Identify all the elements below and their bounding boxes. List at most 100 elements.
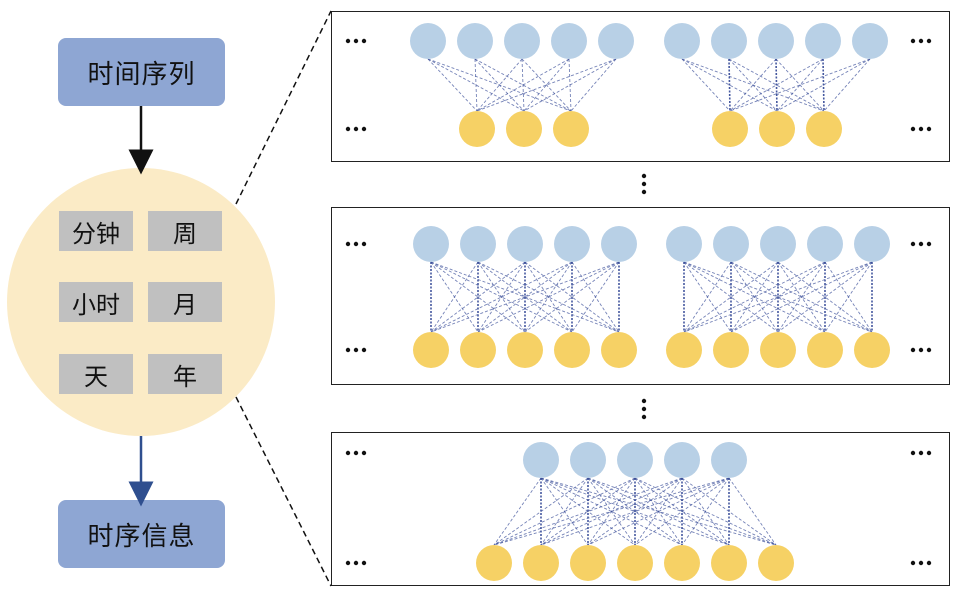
connection-edge bbox=[427, 58, 478, 112]
connection-edge bbox=[477, 261, 620, 333]
connection-edge bbox=[681, 477, 730, 546]
connection-edge bbox=[683, 261, 779, 333]
top-node bbox=[758, 23, 794, 59]
connection-edge bbox=[824, 261, 873, 333]
ellipsis-dot bbox=[918, 38, 924, 44]
bottom-node bbox=[758, 545, 794, 581]
connection-edge bbox=[476, 58, 523, 112]
top-node bbox=[504, 23, 540, 59]
connection-edge bbox=[587, 477, 777, 546]
connection-edge bbox=[683, 261, 826, 333]
connection-edge bbox=[729, 58, 824, 112]
connection-edge bbox=[587, 477, 730, 546]
connection-edge bbox=[777, 261, 873, 333]
bottom-node bbox=[460, 332, 496, 368]
connection-edge bbox=[634, 477, 683, 546]
ellipsis-dot bbox=[345, 347, 351, 353]
connection-edge bbox=[477, 261, 573, 333]
connection-edge bbox=[823, 58, 871, 112]
unit-minute: 分钟 bbox=[59, 211, 133, 251]
unit-day: 天 bbox=[59, 354, 133, 394]
top-node bbox=[711, 23, 747, 59]
ellipsis-dot bbox=[918, 560, 924, 566]
bottom-node bbox=[553, 111, 589, 147]
ellipsis-dot bbox=[353, 126, 359, 132]
top-node bbox=[551, 23, 587, 59]
connection-edge bbox=[775, 58, 825, 112]
vertical-ellipsis-dot bbox=[641, 406, 647, 412]
ellipsis-dot bbox=[361, 347, 367, 353]
top-node bbox=[457, 23, 493, 59]
top-node bbox=[523, 442, 559, 478]
bottom-node bbox=[570, 545, 606, 581]
top-node bbox=[410, 23, 446, 59]
connection-edge bbox=[523, 58, 617, 112]
connection-edge bbox=[730, 261, 779, 333]
zoom-line-top bbox=[235, 10, 332, 205]
vertical-ellipsis-dot bbox=[641, 398, 647, 404]
bottom-node bbox=[759, 111, 795, 147]
connection-edge bbox=[476, 58, 570, 112]
ellipsis-dot bbox=[353, 347, 359, 353]
connection-edge bbox=[777, 261, 873, 333]
connection-edge bbox=[728, 58, 731, 112]
bottom-node bbox=[459, 111, 495, 147]
bottom-node bbox=[476, 545, 512, 581]
unit-month: 月 bbox=[148, 282, 222, 322]
ellipsis-dot bbox=[918, 241, 924, 247]
ellipsis-dot bbox=[345, 126, 351, 132]
ellipsis-dot bbox=[918, 126, 924, 132]
ellipsis-dot bbox=[361, 126, 367, 132]
connection-edge bbox=[587, 477, 683, 546]
connection-edge bbox=[571, 261, 620, 333]
top-node bbox=[664, 442, 700, 478]
time-series-input-box: 时间序列 bbox=[58, 38, 225, 106]
connection-edge bbox=[477, 261, 620, 333]
ellipsis-dot bbox=[353, 560, 359, 566]
connection-edge bbox=[540, 477, 730, 546]
connection-edge bbox=[730, 261, 873, 333]
ellipsis-dot bbox=[353, 241, 359, 247]
ellipsis-dot bbox=[345, 560, 351, 566]
ellipsis-dot bbox=[353, 450, 359, 456]
ellipsis-dot bbox=[910, 38, 916, 44]
connection-edge bbox=[540, 477, 636, 546]
top-node bbox=[601, 226, 637, 262]
temporal-info-label: 时序信息 bbox=[87, 521, 196, 552]
connection-edge bbox=[634, 477, 730, 546]
connection-edge bbox=[430, 261, 526, 333]
connection-edge bbox=[776, 58, 871, 112]
connection-edge bbox=[524, 261, 620, 333]
top-node bbox=[711, 442, 747, 478]
ellipsis-dot bbox=[910, 241, 916, 247]
unit-year: 年 bbox=[148, 354, 222, 394]
bottom-node bbox=[711, 545, 747, 581]
connection-edge bbox=[728, 58, 778, 112]
connection-edge bbox=[683, 261, 732, 333]
ellipsis-dot bbox=[926, 241, 932, 247]
connection-edge bbox=[681, 58, 731, 112]
connection-edge bbox=[730, 261, 826, 333]
connection-edge bbox=[683, 261, 826, 333]
top-node bbox=[666, 226, 702, 262]
ellipsis-dot bbox=[918, 450, 924, 456]
top-node bbox=[413, 226, 449, 262]
connection-edge bbox=[775, 58, 778, 112]
top-node bbox=[854, 226, 890, 262]
connection-edge bbox=[777, 261, 826, 333]
bottom-node bbox=[554, 332, 590, 368]
connection-edge bbox=[430, 261, 573, 333]
ellipsis-dot bbox=[910, 347, 916, 353]
connection-edge bbox=[427, 58, 525, 112]
top-node bbox=[598, 23, 634, 59]
bottom-node bbox=[617, 545, 653, 581]
bottom-node bbox=[664, 545, 700, 581]
ellipsis-dot bbox=[361, 38, 367, 44]
bottom-node bbox=[806, 111, 842, 147]
connection-edge bbox=[493, 477, 589, 546]
vertical-ellipsis-dot bbox=[641, 173, 647, 179]
connection-edge bbox=[681, 58, 778, 112]
ellipsis-dot bbox=[910, 560, 916, 566]
top-node bbox=[507, 226, 543, 262]
